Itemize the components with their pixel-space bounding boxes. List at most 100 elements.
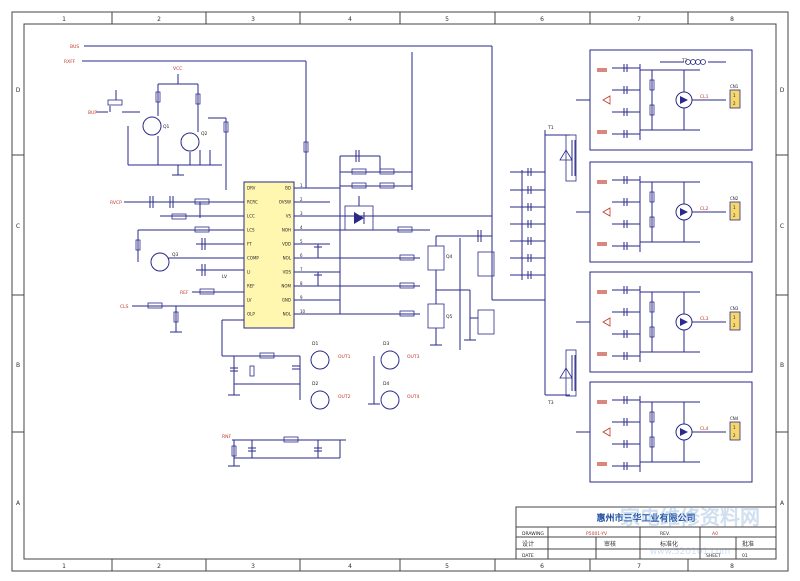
row-label: B <box>16 362 20 369</box>
ic-pin-label: COMP <box>247 256 259 261</box>
col-label: 7 <box>637 563 641 570</box>
svg-text:Q2: Q2 <box>201 131 208 137</box>
transformer-t3: T3 <box>545 349 577 406</box>
row-label: B <box>780 362 784 369</box>
diode-d3-icon <box>380 350 400 370</box>
input-label-rxff: RXFF <box>64 59 76 65</box>
col-label: 4 <box>348 563 352 570</box>
diode-d4-icon <box>380 390 400 410</box>
connector-pin: 2 <box>733 101 736 106</box>
ic-pin-number: 5 <box>300 239 303 244</box>
left-inputs: RVCP Q3 REF CLS LV <box>110 196 244 356</box>
ic-pin-label: LI <box>247 270 250 275</box>
ic-pin-number: 6 <box>300 253 303 258</box>
date-label: DATE <box>522 553 534 559</box>
column-labels-bottom: 1 2 3 4 5 6 7 8 <box>62 563 734 570</box>
connector-label: CN3 <box>730 306 739 311</box>
drawing-label: DRAWING <box>522 531 544 537</box>
col-label: 6 <box>540 16 544 23</box>
connector-icon <box>729 89 741 109</box>
svg-text:OUT1: OUT1 <box>338 354 351 360</box>
svg-text:Q3: Q3 <box>172 252 179 258</box>
row-label: D <box>780 87 785 94</box>
ic-body <box>243 181 295 329</box>
svg-text:Q1: Q1 <box>163 124 170 130</box>
col-label: 7 <box>637 16 641 23</box>
ic-pin-number: 3 <box>300 211 303 216</box>
ic-pin-number: 8 <box>300 281 303 286</box>
approve-label: 批准 <box>742 540 754 548</box>
svg-text:T1: T1 <box>547 125 554 131</box>
output-label: CL1 <box>700 94 709 100</box>
transformer-t2-label: T2 <box>681 58 688 64</box>
connector-pin: 1 <box>733 93 736 98</box>
ic-pin-label: RCRC <box>247 200 258 205</box>
col-label: 3 <box>251 16 255 23</box>
col-label: 2 <box>157 563 161 570</box>
svg-text:Q4: Q4 <box>446 254 453 260</box>
standardization-label: 标准化 <box>660 540 678 548</box>
input-rails: BUS RXFF <box>64 44 493 300</box>
ic-pin-label: NOL <box>283 312 292 317</box>
transistor-stage: BUF Q1 Q2 VCC <box>88 66 229 190</box>
row-label: A <box>780 500 785 507</box>
mosfet-q7-icon <box>477 309 495 335</box>
col-label: 4 <box>348 16 352 23</box>
ic-pin-label: OLP <box>247 312 255 317</box>
svg-text:Q5: Q5 <box>446 314 453 320</box>
ic-pin-label: GND <box>282 298 291 303</box>
svg-text:T3: T3 <box>547 400 554 406</box>
row-label: A <box>16 500 21 507</box>
watermark-url: www.520101.com <box>650 547 731 557</box>
svg-text:D3: D3 <box>383 341 389 347</box>
connector-pin: 2 <box>733 323 736 328</box>
transformer-t1: T1 <box>545 125 577 182</box>
svg-text:LV: LV <box>222 274 228 280</box>
svg-text:D2: D2 <box>312 381 318 387</box>
connector-label: CN2 <box>730 196 739 201</box>
diode-d2-icon <box>310 390 330 410</box>
gate-drive <box>294 141 492 315</box>
col-label: 1 <box>62 563 66 570</box>
connector-label: CN4 <box>730 416 739 421</box>
ic-pin-label: LV <box>247 298 252 303</box>
ic-pin-label: VDS <box>283 270 292 275</box>
diode-d1-icon <box>310 350 330 370</box>
svg-text:OUT4: OUT4 <box>407 394 420 400</box>
ic-pin-label: NOM <box>281 284 291 289</box>
rev-label: REV. <box>660 531 670 537</box>
drawing-frame <box>11 11 789 572</box>
row-label: C <box>780 223 784 230</box>
ic-pin-label: NOL <box>283 256 292 261</box>
checker-label: 审核 <box>604 540 616 548</box>
ic-pin-label: FT <box>247 242 252 247</box>
ic-pin-label: LCC <box>247 214 255 219</box>
ic-pin-label: NOH <box>282 228 291 233</box>
ic-pin-label: VS <box>286 214 292 219</box>
input-label-buf: BUF <box>88 110 97 116</box>
output-label: CL2 <box>700 206 709 212</box>
connector-icon <box>729 421 741 441</box>
drawing-value: P5001-YV <box>586 531 608 537</box>
ic-pin-number: 2 <box>300 197 303 202</box>
ic-pin-label: LCS <box>247 228 255 233</box>
ic-pin-number: 10 <box>300 309 306 314</box>
title-block: 惠州市三华工业有限公司 DRAWING P5001-YV REV. A0 设计 … <box>515 506 777 560</box>
col-label: 3 <box>251 563 255 570</box>
row-labels-right: D C B A <box>780 87 785 507</box>
ic-pin-label: REF <box>247 284 255 289</box>
col-label: 1 <box>62 16 66 23</box>
connector-pin: 1 <box>733 425 736 430</box>
designer-label: 设计 <box>522 540 534 548</box>
ic-pin-label: OVSW <box>279 200 291 205</box>
ic-pin-number: 7 <box>300 267 303 272</box>
connector-pin: 2 <box>733 433 736 438</box>
sheet-label: SHEET <box>706 553 721 559</box>
